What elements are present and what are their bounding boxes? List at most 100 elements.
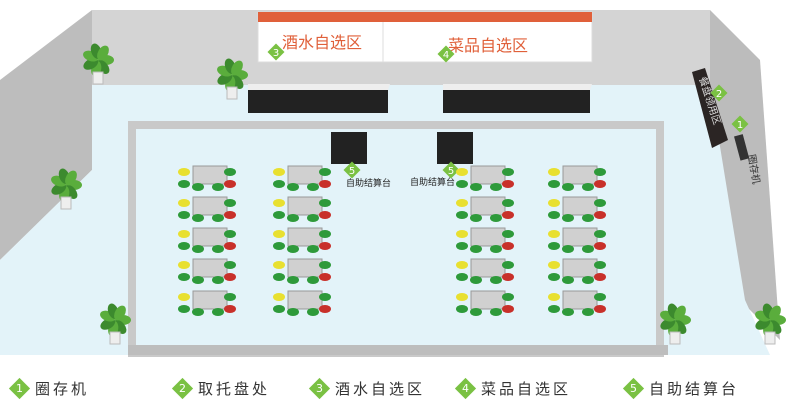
legend-label: 圈存机 xyxy=(35,380,90,398)
chair xyxy=(178,305,190,313)
legend-label: 自助结算台 xyxy=(649,380,740,398)
chair xyxy=(502,168,514,176)
wine-counter-top xyxy=(248,84,390,90)
chair xyxy=(490,245,502,253)
dining-table xyxy=(548,165,606,191)
chair xyxy=(502,293,514,301)
chair xyxy=(456,242,468,250)
chair xyxy=(562,276,574,284)
dining-table xyxy=(456,290,514,316)
chair xyxy=(224,273,236,281)
chair xyxy=(548,180,560,188)
dining-table xyxy=(273,165,331,191)
floor xyxy=(0,85,770,355)
legend-label: 酒水自选区 xyxy=(335,380,426,398)
chair xyxy=(273,199,285,207)
potted-plant-icon xyxy=(217,58,248,100)
left-wall xyxy=(0,10,92,260)
chair xyxy=(307,308,319,316)
chair xyxy=(287,245,299,253)
dining-table xyxy=(273,227,331,253)
chair xyxy=(273,293,285,301)
potted-plant-icon xyxy=(83,43,114,85)
chair xyxy=(192,214,204,222)
svg-text:2: 2 xyxy=(716,89,722,100)
zone-wine-label: 酒水自选区 xyxy=(282,33,362,52)
marker-checkout-right-icon: 5 xyxy=(442,161,460,179)
right-wall xyxy=(710,10,780,340)
chair xyxy=(224,261,236,269)
zone-dishes-label: 菜品自选区 xyxy=(448,36,528,55)
chair xyxy=(273,211,285,219)
chair xyxy=(470,183,482,191)
chair xyxy=(212,214,224,222)
chair xyxy=(319,273,331,281)
chair xyxy=(490,276,502,284)
locker-machine xyxy=(734,134,750,161)
chair xyxy=(456,293,468,301)
marker-diamond-icon: 2 xyxy=(171,377,194,400)
chair xyxy=(178,199,190,207)
chair xyxy=(273,168,285,176)
chair xyxy=(548,168,560,176)
chair xyxy=(456,305,468,313)
chair xyxy=(273,261,285,269)
chair xyxy=(502,230,514,238)
chair xyxy=(319,230,331,238)
chair xyxy=(490,183,502,191)
chair xyxy=(582,276,594,284)
chair xyxy=(273,242,285,250)
potted-plant-icon xyxy=(51,168,82,210)
chair xyxy=(548,305,560,313)
chair xyxy=(594,273,606,281)
marker-checkout-left-icon: 5 xyxy=(343,161,361,179)
chair xyxy=(287,276,299,284)
dishes-counter-top xyxy=(443,84,592,90)
chair xyxy=(273,273,285,281)
chair xyxy=(287,308,299,316)
chair xyxy=(582,245,594,253)
svg-text:4: 4 xyxy=(443,50,449,61)
marker-diamond-icon: 4 xyxy=(454,377,477,400)
chair xyxy=(319,242,331,250)
chair xyxy=(273,230,285,238)
chair xyxy=(178,242,190,250)
marker-locker-icon: 1 xyxy=(731,115,749,133)
chair xyxy=(456,261,468,269)
chair xyxy=(548,230,560,238)
dining-table xyxy=(456,196,514,222)
dining-table xyxy=(273,258,331,284)
potted-plant-icon xyxy=(100,303,131,345)
chair xyxy=(307,214,319,222)
marker-diamond-icon: 5 xyxy=(622,377,645,400)
chair xyxy=(548,242,560,250)
marker-diamond-icon: 3 xyxy=(308,377,331,400)
chair xyxy=(224,180,236,188)
svg-text:5: 5 xyxy=(448,166,454,177)
chair xyxy=(307,245,319,253)
chair xyxy=(212,276,224,284)
chair xyxy=(548,199,560,207)
chair xyxy=(594,168,606,176)
chair xyxy=(212,183,224,191)
chair xyxy=(192,245,204,253)
dining-table xyxy=(178,258,236,284)
chair xyxy=(212,245,224,253)
chair xyxy=(548,261,560,269)
chair xyxy=(582,214,594,222)
chair xyxy=(456,168,468,176)
tray-counter xyxy=(692,68,728,148)
svg-text:3: 3 xyxy=(273,48,279,59)
chair xyxy=(490,308,502,316)
chair xyxy=(594,293,606,301)
chair xyxy=(548,273,560,281)
legend-label: 取托盘处 xyxy=(198,380,271,398)
dining-table xyxy=(456,165,514,191)
chair xyxy=(178,273,190,281)
marker-diamond-icon: 1 xyxy=(8,377,31,400)
chair xyxy=(307,276,319,284)
